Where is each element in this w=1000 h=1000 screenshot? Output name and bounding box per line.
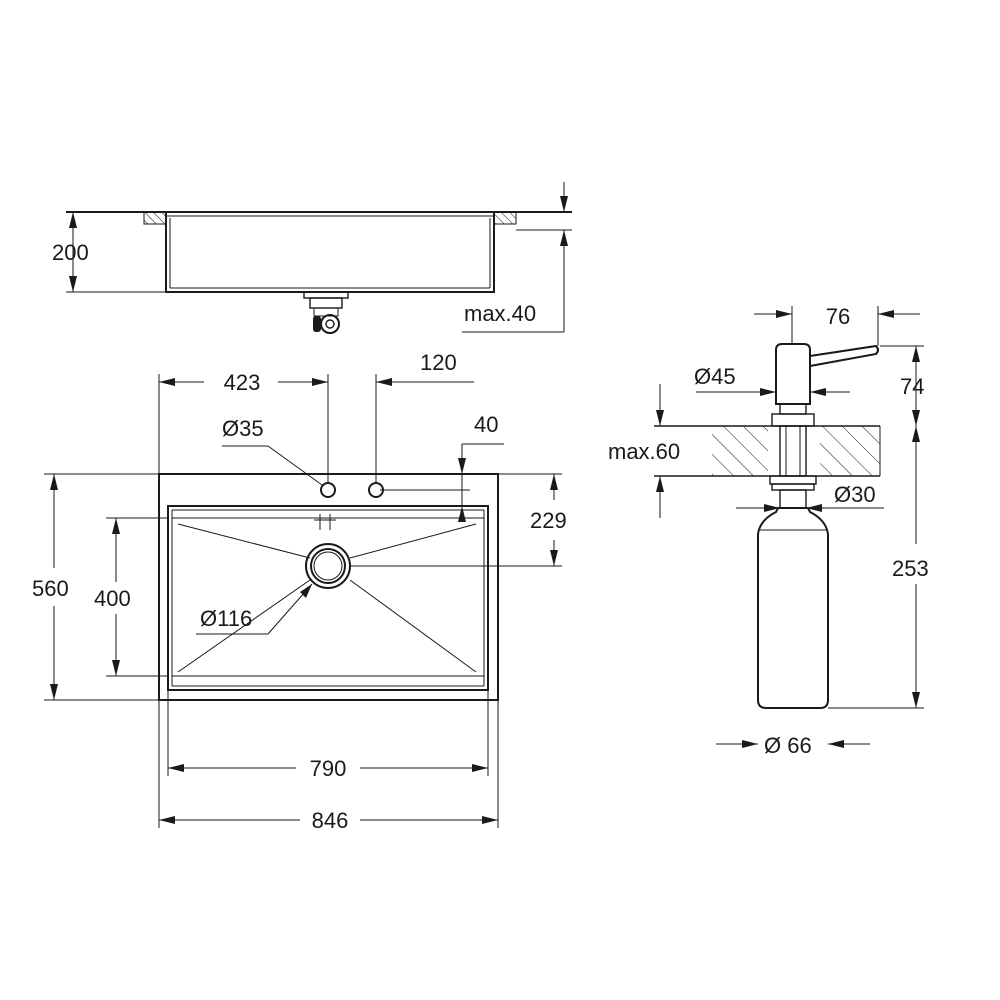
back-rim-label: 40 — [474, 412, 498, 437]
side-view: 200 max.40 — [52, 182, 572, 334]
dispenser-hole-offset-label: 120 — [420, 350, 457, 375]
shank-diameter-label: Ø30 — [834, 482, 876, 507]
soap-bottle — [757, 507, 829, 709]
waste-fitting — [303, 291, 349, 334]
tap-hole — [320, 482, 336, 498]
bowl-outline — [167, 505, 489, 691]
max-thickness-label: max.40 — [464, 301, 536, 326]
drain-diameter-label: Ø116 — [200, 606, 252, 631]
max-counter-thickness-label: max.60 — [608, 439, 680, 464]
inner-depth-label: 400 — [94, 586, 131, 611]
right-rim-section — [493, 211, 517, 225]
left-rim-section — [143, 211, 167, 225]
tap-hole-diameter-label: Ø35 — [222, 416, 264, 441]
dispenser-head — [775, 343, 811, 405]
soap-dispenser-view: 76 Ø45 74 253 max.60 Ø30 — [608, 304, 929, 758]
top-view: 846 790 560 400 423 — [32, 350, 567, 833]
tap-hole-offset-label: 423 — [224, 370, 261, 395]
below-counter-label: 253 — [892, 556, 929, 581]
drain-inner-ring — [310, 548, 346, 584]
bowl-side-outline — [165, 212, 495, 293]
head-height-label: 74 — [900, 374, 924, 399]
drain-offset-label: 229 — [530, 508, 567, 533]
bottle-diameter-label: Ø 66 — [764, 733, 812, 758]
inner-width-label: 790 — [310, 756, 347, 781]
head-diameter-label: Ø45 — [694, 364, 736, 389]
spout-reach-label: 76 — [826, 304, 850, 329]
overall-depth-label: 560 — [32, 576, 69, 601]
drain-outer-ring — [305, 543, 351, 589]
dispenser-spout — [809, 344, 879, 368]
overall-width-label: 846 — [312, 808, 349, 833]
side-height-label: 200 — [52, 240, 89, 265]
